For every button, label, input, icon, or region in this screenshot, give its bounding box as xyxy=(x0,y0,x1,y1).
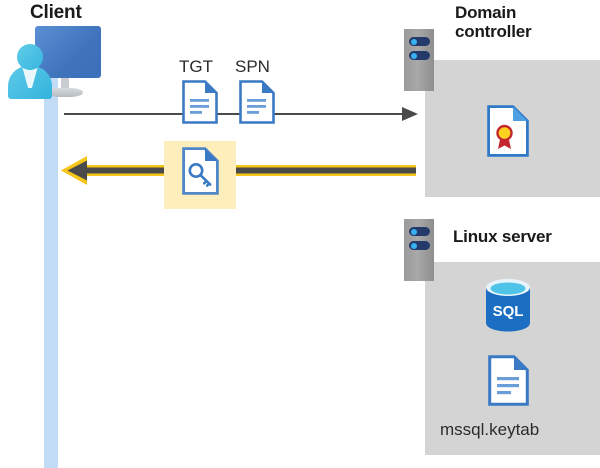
monitor-base xyxy=(47,88,83,97)
rack-slot-1 xyxy=(409,37,430,46)
keytab-document-icon xyxy=(488,355,529,406)
rack-slot-1 xyxy=(409,227,430,236)
rack-led-icon xyxy=(411,228,417,235)
domain-controller-title-line2: controller xyxy=(455,22,532,42)
text-document-icon xyxy=(239,80,275,124)
certificate-document-icon xyxy=(487,105,529,157)
rack-slot-2 xyxy=(409,51,430,60)
text-document-icon xyxy=(182,80,218,124)
person-head-icon xyxy=(17,44,43,70)
domain-controller-title: Domain controller xyxy=(455,3,585,41)
client-title: Client xyxy=(30,2,82,23)
rack-led-icon xyxy=(411,52,417,59)
rack-slot-2 xyxy=(409,241,430,250)
monitor-icon xyxy=(35,26,101,78)
response-arrow-head-icon xyxy=(60,155,88,186)
linux-server-title: Linux server xyxy=(453,227,552,246)
request-arrow-line xyxy=(64,113,404,115)
keytab-filename-label: mssql.keytab xyxy=(440,420,540,439)
domain-controller-title-line1: Domain xyxy=(455,3,517,22)
sql-database-icon: SQL xyxy=(483,278,533,332)
tgt-label: TGT xyxy=(179,57,213,76)
spn-label: SPN xyxy=(235,57,270,76)
sql-database-label: SQL xyxy=(493,303,524,320)
server-rack-icon xyxy=(404,219,434,281)
response-arrow-line xyxy=(78,165,416,176)
rack-led-icon xyxy=(411,38,417,45)
server-rack-icon xyxy=(404,29,434,91)
request-arrow-head-icon xyxy=(402,107,418,121)
rack-led-icon xyxy=(411,242,417,249)
user-workstation-icon xyxy=(8,26,104,100)
client-lifeline xyxy=(44,70,58,468)
monitor-neck xyxy=(61,78,69,90)
key-document-icon xyxy=(182,147,219,195)
